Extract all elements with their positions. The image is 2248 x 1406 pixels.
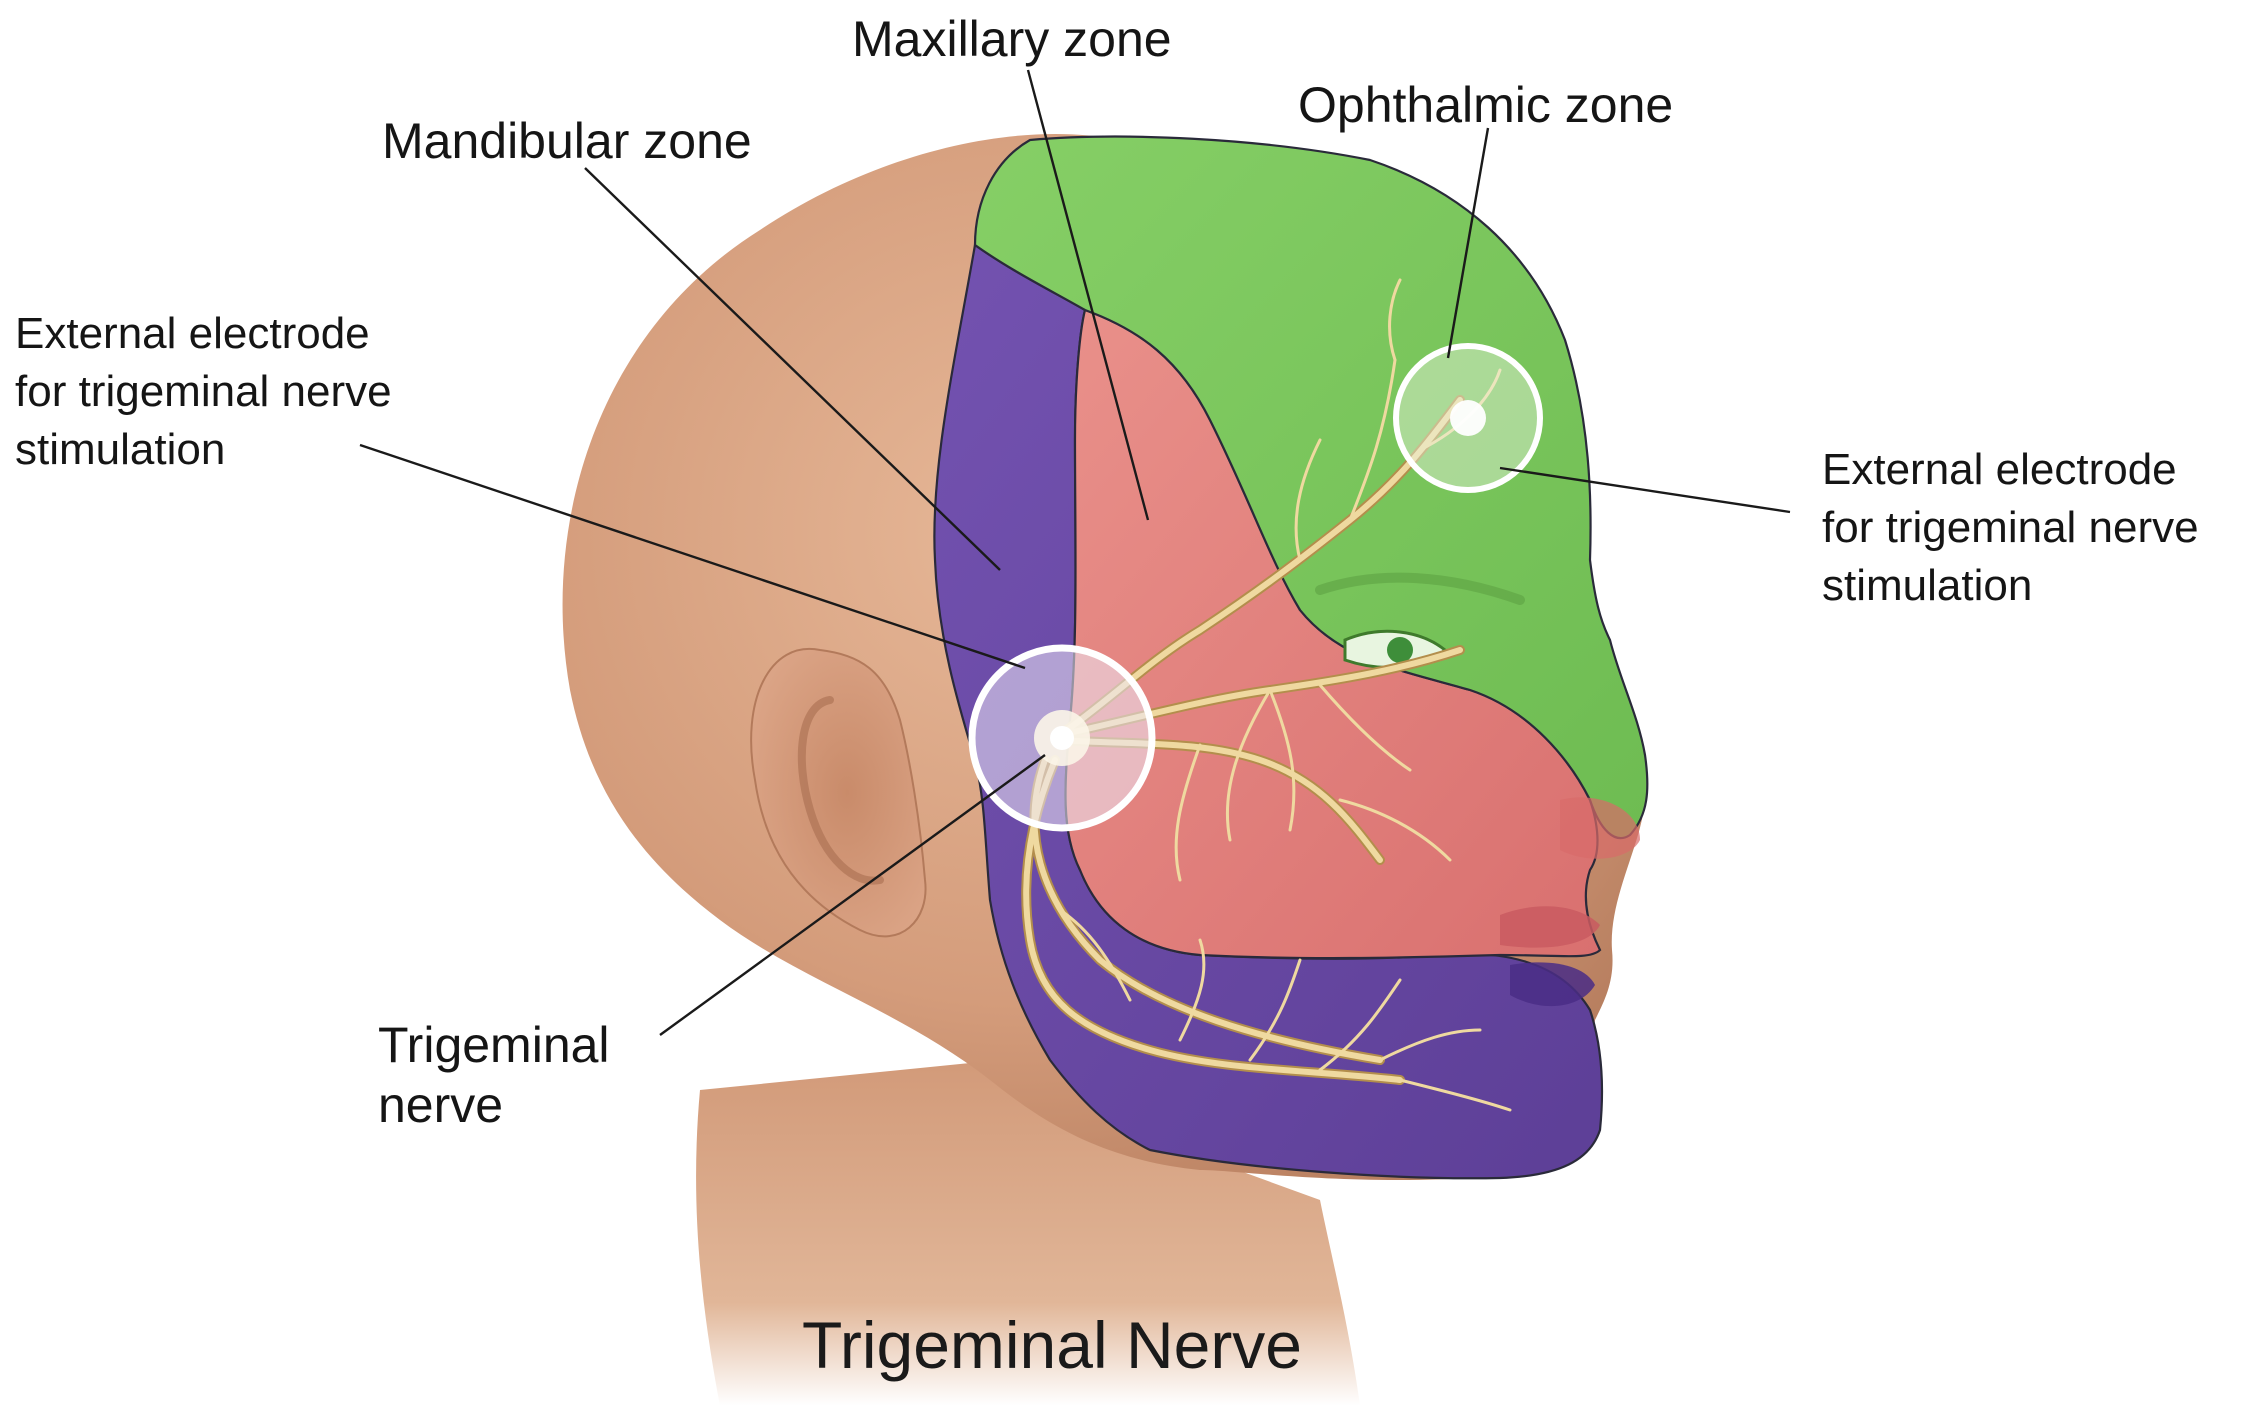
- ear-inner: [797, 696, 884, 885]
- leader-maxillary: [1026, 69, 1150, 521]
- dermatome-zones: [933, 135, 1649, 1180]
- leader-ophthalmic: [1446, 127, 1490, 359]
- leader-electrode-left: [359, 443, 1026, 670]
- eyebrow: [1315, 572, 1525, 605]
- labels: Maxillary zone Ophthalmic zone Mandibula…: [15, 11, 2211, 1382]
- label-trigeminal-nerve: Trigeminal nerve: [378, 1017, 623, 1133]
- label-trigeminal-nerve-line-1: Trigeminal: [378, 1017, 610, 1073]
- nose-tip: [1560, 797, 1640, 859]
- label-ophthalmic-zone: Ophthalmic zone: [1298, 77, 1673, 133]
- leader-trigeminal-nerve: [659, 754, 1046, 1036]
- lower-lip: [1510, 962, 1595, 1007]
- electrode-ear: [968, 644, 1156, 832]
- leader-electrode-right: [1499, 466, 1791, 514]
- iris: [1387, 637, 1413, 663]
- label-electrode-right-line-3: stimulation: [1822, 561, 2032, 610]
- label-electrode-left: External electrode for trigeminal nerve …: [15, 309, 404, 474]
- label-electrode-right-line-1: External electrode: [1822, 445, 2177, 494]
- electrode-forehead: [1393, 343, 1543, 493]
- leader-mandibular: [584, 167, 1001, 571]
- label-electrode-left-line-3: stimulation: [15, 425, 225, 474]
- label-electrode-left-line-1: External electrode: [15, 309, 370, 358]
- label-electrode-right: External electrode for trigeminal nerve …: [1822, 445, 2211, 610]
- mandibular-branch-2: [1031, 757, 1383, 1063]
- label-electrode-right-line-2: for trigeminal nerve: [1822, 503, 2199, 552]
- ear: [750, 647, 927, 938]
- mandibular-branch: [1023, 757, 1403, 1083]
- leader-lines: [359, 69, 1791, 1036]
- diagram-title: Trigeminal Nerve: [802, 1308, 1302, 1382]
- neck: [696, 1060, 1360, 1406]
- label-maxillary-zone: Maxillary zone: [852, 11, 1172, 67]
- label-electrode-left-line-2: for trigeminal nerve: [15, 367, 392, 416]
- upper-lip: [1500, 906, 1600, 948]
- label-trigeminal-nerve-line-2: nerve: [378, 1077, 503, 1133]
- label-mandibular-zone: Mandibular zone: [382, 113, 752, 169]
